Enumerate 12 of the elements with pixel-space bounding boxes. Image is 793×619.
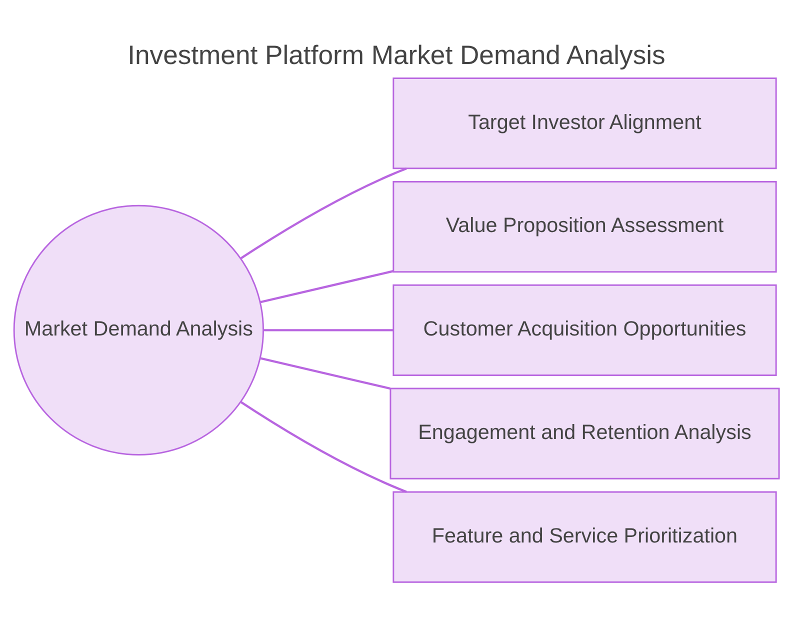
connector [240, 167, 407, 260]
connector [260, 270, 394, 304]
connector [240, 401, 407, 493]
node-box: Value Proposition Assessment [392, 180, 777, 273]
diagram-title: Investment Platform Market Demand Analysis [128, 40, 666, 70]
node-box: Engagement and Retention Analysis [390, 388, 780, 480]
node-box: Feature and Service Prioritization [392, 491, 777, 583]
node-circle: Market Demand Analysis [13, 204, 264, 456]
node-box: Target Investor Alignment [392, 78, 777, 170]
connector [264, 329, 394, 332]
connector [260, 357, 390, 390]
node-box: Customer Acquisition Opportunities [392, 284, 777, 376]
